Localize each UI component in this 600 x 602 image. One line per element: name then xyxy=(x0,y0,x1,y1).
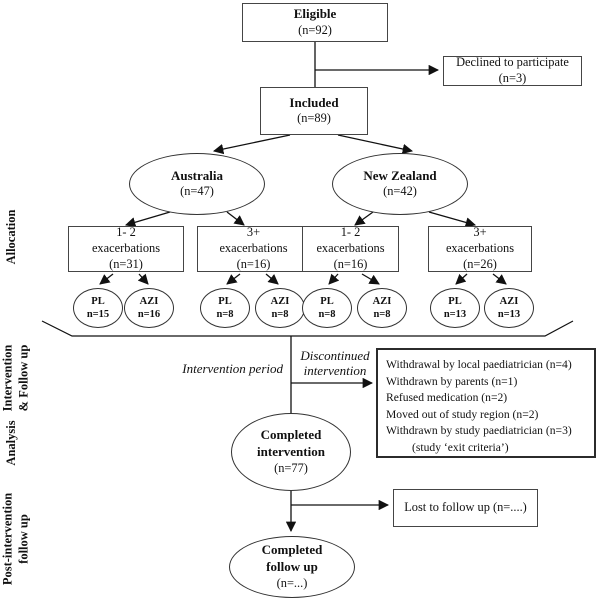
arm-n: n=13 xyxy=(497,309,521,320)
withdrawal-item: Withdrawn by study paediatrician (n=3) xyxy=(386,424,572,438)
new-zealand-n: (n=42) xyxy=(383,184,417,199)
eligible-box: Eligible (n=92) xyxy=(242,3,388,42)
eligible-n: (n=92) xyxy=(298,22,332,37)
withdrawal-item: Withdrawn by parents (n=1) xyxy=(386,374,518,388)
nz-1-2-exacerbations-box: 1- 2 exacerbations (n=16) xyxy=(302,225,399,272)
nz-3plus-line1: 3+ xyxy=(473,225,487,240)
completed-follow-up-ellipse: Completed follow up (n=...) xyxy=(229,536,355,598)
withdrawal-item-exit-criteria: (study ‘exit criteria’) xyxy=(412,440,509,454)
phase-label-analysis: Analysis xyxy=(4,420,19,466)
au-1-2-line2: exacerbations xyxy=(91,241,161,256)
au-3plus-line1: 3+ xyxy=(246,225,261,240)
arm-label: AZI xyxy=(372,295,392,307)
withdrawal-item: Moved out of study region (n=2) xyxy=(386,407,539,421)
new-zealand-ellipse: New Zealand (n=42) xyxy=(332,153,468,215)
au-1-2-line1: 1- 2 xyxy=(116,225,136,240)
nz-1-2-n: (n=16) xyxy=(333,256,368,271)
included-box: Included (n=89) xyxy=(260,87,368,135)
arm-n: n=8 xyxy=(271,309,289,320)
arm-ellipse-pl-8b: PL n=8 xyxy=(302,288,352,328)
au-1-2-exacerbations-box: 1- 2 exacerbations (n=31) xyxy=(68,225,184,272)
au-3plus-line2: exacerbations xyxy=(219,241,288,256)
australia-n: (n=47) xyxy=(180,184,214,199)
arm-ellipse-azi-8a: AZI n=8 xyxy=(255,288,305,328)
nz-3plus-line2: exacerbations xyxy=(445,241,515,256)
nz-3plus-n: (n=26) xyxy=(463,256,497,271)
arm-ellipse-azi-16: AZI n=16 xyxy=(124,288,174,328)
intervention-period-label: Intervention period xyxy=(182,361,283,376)
included-title: Included xyxy=(289,94,339,110)
lost-to-follow-up-box: Lost to follow up (n=....) xyxy=(393,489,538,527)
withdrawal-item: Withdrawal by local paediatrician (n=4) xyxy=(386,358,572,371)
included-n: (n=89) xyxy=(297,111,331,126)
completed-follow-up-line1: Completed xyxy=(261,542,323,558)
completed-intervention-line2: intervention xyxy=(257,444,325,460)
discontinued-intervention-label: Discontinued intervention xyxy=(300,348,370,379)
arm-n: n=16 xyxy=(137,309,161,320)
completed-follow-up-line2: follow up xyxy=(266,559,318,575)
phase-label-intervention-follow-up: Intervention & Follow up xyxy=(0,344,30,412)
nz-1-2-line2: exacerbations xyxy=(316,241,385,256)
arm-n: n=8 xyxy=(373,309,391,320)
phase-label-post-intervention: Post-intervention follow up xyxy=(0,492,30,586)
au-3plus-exacerbations-box: 3+ exacerbations (n=16) xyxy=(197,225,310,272)
completed-intervention-line1: Completed xyxy=(260,427,322,443)
arm-ellipse-pl-8a: PL n=8 xyxy=(200,288,250,328)
completed-intervention-ellipse: Completed intervention (n=77) xyxy=(231,413,351,491)
australia-title: Australia xyxy=(171,167,223,183)
australia-ellipse: Australia (n=47) xyxy=(129,153,265,215)
arm-n: n=15 xyxy=(86,309,110,320)
withdrawal-item: Refused medication (n=2) xyxy=(386,391,508,405)
arm-ellipse-pl-15: PL n=15 xyxy=(73,288,123,328)
arm-label: PL xyxy=(320,295,334,307)
phase-label-allocation: Allocation xyxy=(4,209,19,265)
arm-label: AZI xyxy=(270,295,290,307)
new-zealand-title: New Zealand xyxy=(363,167,437,183)
arm-n: n=13 xyxy=(443,309,467,320)
arm-label: PL xyxy=(448,295,462,307)
au-3plus-n: (n=16) xyxy=(236,256,271,271)
declined-n: (n=3) xyxy=(498,71,527,85)
arm-label: PL xyxy=(91,295,105,307)
eligible-title: Eligible xyxy=(293,6,337,22)
completed-intervention-n: (n=77) xyxy=(274,460,308,475)
arm-label: AZI xyxy=(499,295,519,307)
arm-n: n=8 xyxy=(216,309,234,320)
arm-label: PL xyxy=(218,295,232,307)
arm-n: n=8 xyxy=(318,309,336,320)
nz-3plus-exacerbations-box: 3+ exacerbations (n=26) xyxy=(428,225,532,272)
declined-box: Declined to participate (n=3) xyxy=(443,55,582,86)
withdrawal-reasons-box: Withdrawal by local paediatrician (n=4) … xyxy=(376,348,596,458)
arm-ellipse-pl-13: PL n=13 xyxy=(430,288,480,328)
arm-ellipse-azi-8b: AZI n=8 xyxy=(357,288,407,328)
completed-follow-up-n: (n=...) xyxy=(276,575,308,590)
arm-ellipse-azi-13: AZI n=13 xyxy=(484,288,534,328)
lost-to-follow-up-label: Lost to follow up (n=....) xyxy=(404,500,527,515)
au-1-2-n: (n=31) xyxy=(109,256,143,271)
declined-label: Declined to participate xyxy=(456,55,569,70)
arm-label: AZI xyxy=(139,295,159,307)
nz-1-2-line1: 1- 2 xyxy=(340,225,361,240)
